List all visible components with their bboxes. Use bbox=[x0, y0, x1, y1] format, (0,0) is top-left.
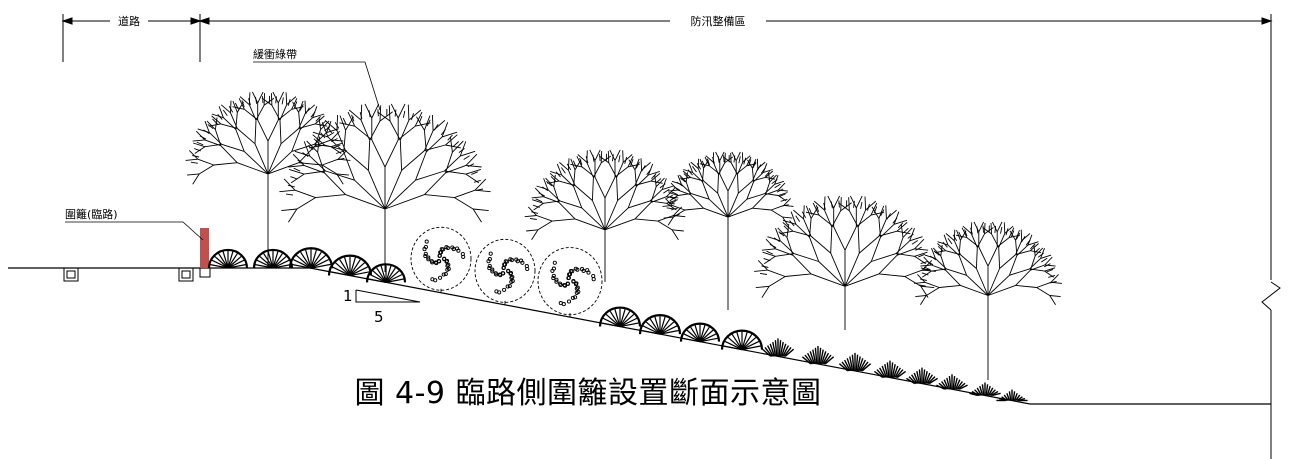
round-bush-icon bbox=[474, 238, 536, 305]
caption-text: 圖 4-9 臨路側圍籬設置斷面示意圖 bbox=[354, 376, 822, 411]
fence-post bbox=[200, 228, 209, 268]
grass-tuft-icon bbox=[873, 360, 907, 379]
shrub-icon bbox=[598, 306, 642, 328]
shrub-icon bbox=[638, 314, 682, 335]
round-bush-icon bbox=[537, 247, 603, 318]
canopy-tree-icon bbox=[754, 195, 936, 330]
shrub-icon bbox=[327, 254, 373, 277]
slope-run-label: 5 bbox=[374, 308, 384, 326]
buffer-greenbelt-leader bbox=[253, 61, 381, 111]
shrub-icon bbox=[252, 248, 294, 269]
flood-zone-label: 防汛整備區 bbox=[691, 14, 746, 28]
shrub-icon bbox=[679, 322, 721, 343]
shrub-icon bbox=[207, 248, 249, 269]
round-bush-icon bbox=[410, 226, 472, 293]
grass-tuft-icon bbox=[801, 346, 835, 365]
shrub-icon bbox=[720, 329, 764, 351]
break-line-icon bbox=[1261, 281, 1281, 311]
road-curb-blocks bbox=[63, 267, 211, 282]
shrub-icon bbox=[365, 263, 407, 283]
grass-tuft-icon bbox=[906, 367, 938, 385]
canopy-tree-icon bbox=[524, 149, 686, 282]
figure-caption: 圖 4-9 臨路側圍籬設置斷面示意圖 bbox=[0, 368, 1291, 412]
fence-label: 圍籬(臨路) bbox=[65, 207, 118, 221]
canopy-tree-icon bbox=[279, 103, 491, 272]
vegetation bbox=[185, 91, 1062, 402]
canopy-tree-icon bbox=[185, 91, 351, 268]
road-label: 道路 bbox=[118, 14, 140, 28]
grass-tuft-icon bbox=[996, 389, 1028, 402]
grass-tuft-icon bbox=[838, 352, 872, 372]
slope-indicator bbox=[355, 289, 421, 303]
grass-tuft-icon bbox=[936, 374, 968, 390]
buffer-greenbelt-label: 緩衝綠帶 bbox=[253, 47, 297, 61]
canopy-tree-icon bbox=[662, 151, 794, 310]
grass-tuft-icon bbox=[761, 338, 795, 357]
dimension-lines bbox=[61, 14, 1273, 459]
fence-leader bbox=[65, 221, 204, 241]
grass-tuft-icon bbox=[969, 382, 1001, 397]
shrub-icon bbox=[288, 247, 334, 269]
canopy-tree-icon bbox=[914, 221, 1062, 380]
slope-rise-label: 1 bbox=[343, 287, 353, 305]
